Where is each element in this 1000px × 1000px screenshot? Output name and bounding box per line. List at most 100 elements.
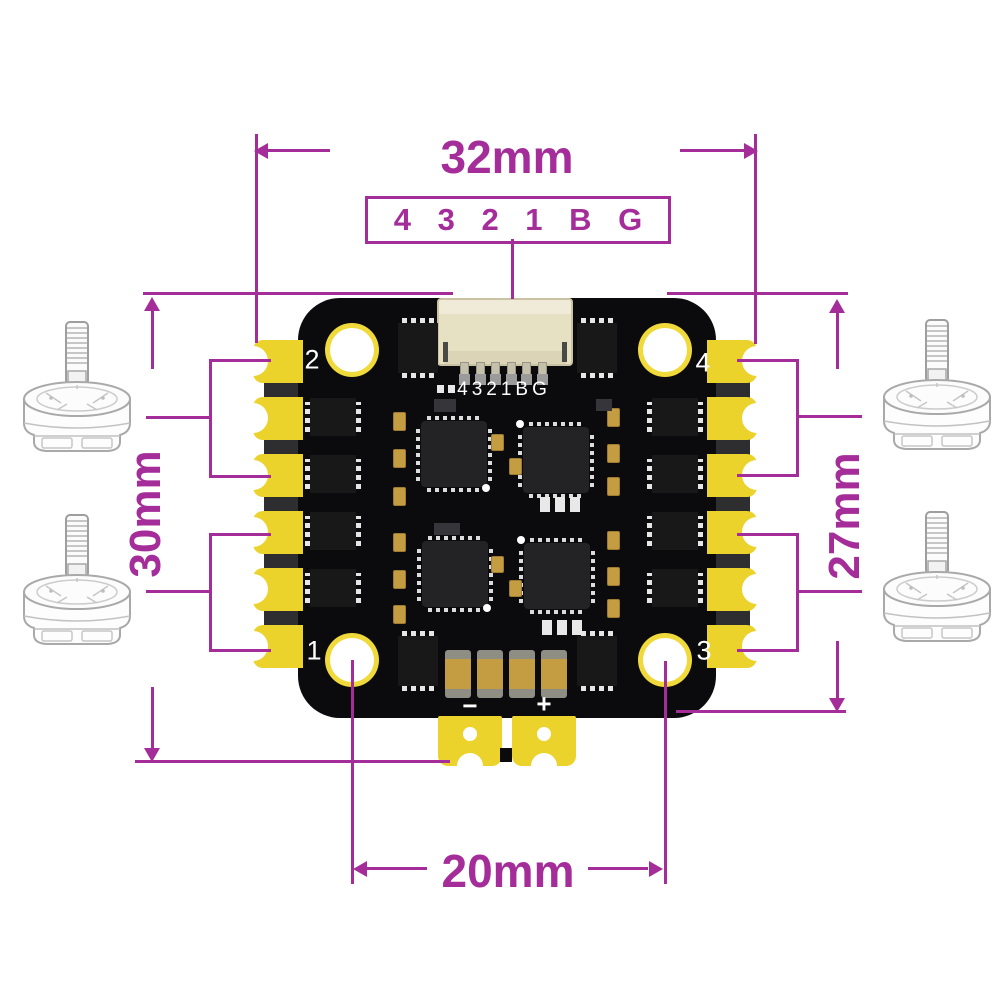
bulk-capacitor xyxy=(541,650,567,698)
smd-passive xyxy=(540,497,550,512)
dim-height-right-label: 27mm xyxy=(820,452,869,580)
hole-label-3: 3 xyxy=(696,635,712,666)
pin1-dot xyxy=(483,604,491,612)
mosfet-ic xyxy=(647,398,703,436)
hole-1-leader-line xyxy=(351,660,354,884)
pad-gap xyxy=(500,748,512,762)
esc-mcu-chip xyxy=(517,536,595,614)
arrow-right-icon xyxy=(744,143,758,159)
chip-pads xyxy=(417,547,421,601)
driver-ic xyxy=(577,631,617,691)
dim-width-label: 32mm xyxy=(440,131,574,183)
hole-label-1: 1 xyxy=(306,635,322,666)
silkscreen-pin-labels: 4321BG xyxy=(457,379,551,400)
motor-icon-top-right xyxy=(883,319,991,450)
smd-passive xyxy=(448,385,455,393)
castellation-gap xyxy=(716,610,750,626)
smd-passive xyxy=(557,620,567,635)
solder-tab-notch xyxy=(742,403,772,433)
motor-wire-line xyxy=(796,533,799,652)
motor-wire-line xyxy=(798,415,862,418)
dim-32mm-extension-right xyxy=(754,134,757,344)
pin1-dot xyxy=(517,536,525,544)
battery-positive-label: + xyxy=(536,688,552,719)
smd-capacitor xyxy=(607,444,620,463)
smd-component xyxy=(434,399,456,412)
bottom-left-reference-line xyxy=(135,760,450,763)
driver-ic xyxy=(577,318,617,378)
arrow-up-icon xyxy=(144,297,160,311)
pin-box-leader-line xyxy=(511,239,514,299)
smd-capacitor xyxy=(491,556,504,573)
motor-wire-line xyxy=(209,649,271,652)
top-reference-line-left xyxy=(143,292,453,295)
castellation-gap xyxy=(264,439,300,455)
solder-tab-notch xyxy=(238,574,268,604)
motor-icon-bottom-right xyxy=(883,511,991,642)
chip-pads xyxy=(488,427,492,481)
battery-pad-hole xyxy=(463,727,477,741)
bulk-capacitor xyxy=(509,650,535,698)
dim-hole-spacing-label: 20mm xyxy=(441,845,575,897)
battery-pad-notch xyxy=(531,753,557,779)
smd-capacitor xyxy=(607,531,620,550)
chip-pads xyxy=(590,433,594,487)
castellation-gap xyxy=(264,553,300,569)
solder-tab-notch xyxy=(238,403,268,433)
arrow-down-icon xyxy=(144,748,160,762)
dim-30mm-stem-bottom xyxy=(151,687,154,750)
mosfet-ic xyxy=(305,512,361,550)
motor-icon-bottom-left xyxy=(23,514,131,645)
mounting-hole-bore xyxy=(330,328,374,372)
dim-20mm-arrow-stem-left xyxy=(367,867,427,870)
castellation-gap xyxy=(716,439,750,455)
esc-mcu-chip xyxy=(416,416,492,492)
mounting-hole-bore xyxy=(643,328,687,372)
solder-tab-notch xyxy=(742,631,772,661)
dim-27mm-stem-bottom xyxy=(836,641,839,700)
arrow-right-icon xyxy=(649,861,663,877)
chip-pads xyxy=(591,549,595,603)
jst-connector xyxy=(437,298,573,366)
hole-label-4: 4 xyxy=(695,347,711,378)
mosfet-ic xyxy=(305,398,361,436)
smd-capacitor xyxy=(393,605,406,624)
mounting-hole-4 xyxy=(638,323,692,377)
smd-capacitor xyxy=(393,412,406,431)
castellation-gap xyxy=(264,496,300,512)
smd-component xyxy=(596,399,612,411)
connector-solder-pad xyxy=(459,374,470,385)
mounting-hole-2 xyxy=(325,323,379,377)
dim-27mm-stem-top xyxy=(836,311,839,369)
smd-passive xyxy=(437,385,444,393)
motor-wire-line xyxy=(146,416,212,419)
smd-passive xyxy=(570,497,580,512)
pin1-dot xyxy=(482,484,490,492)
motor-wire-line xyxy=(209,359,271,362)
connector-solder-pad xyxy=(537,374,548,385)
smd-passive xyxy=(572,620,582,635)
connector-solder-pad xyxy=(506,374,517,385)
mosfet-ic xyxy=(647,455,703,493)
smd-capacitor xyxy=(393,487,406,506)
battery-negative-label: − xyxy=(462,690,478,721)
smd-capacitor xyxy=(607,408,620,427)
smd-capacitor xyxy=(607,567,620,586)
smd-capacitor xyxy=(509,458,522,475)
hole-3-leader-line xyxy=(664,661,667,884)
bulk-capacitor xyxy=(445,650,471,698)
smd-passive xyxy=(555,497,565,512)
top-reference-line-right xyxy=(667,292,848,295)
smd-capacitor xyxy=(393,449,406,468)
castellation-gap xyxy=(716,496,750,512)
castellation-gap xyxy=(716,382,750,398)
castellation-gap xyxy=(264,382,300,398)
motor-wire-line xyxy=(798,590,862,593)
motor-wire-line xyxy=(737,533,799,536)
connector-pin-slot-strip xyxy=(444,351,566,364)
dim-20mm-arrow-stem-right xyxy=(588,867,648,870)
connector-solder-pad xyxy=(521,374,532,385)
chip-pads xyxy=(489,547,493,601)
dim-32mm-arrow-stem-left xyxy=(266,149,330,152)
